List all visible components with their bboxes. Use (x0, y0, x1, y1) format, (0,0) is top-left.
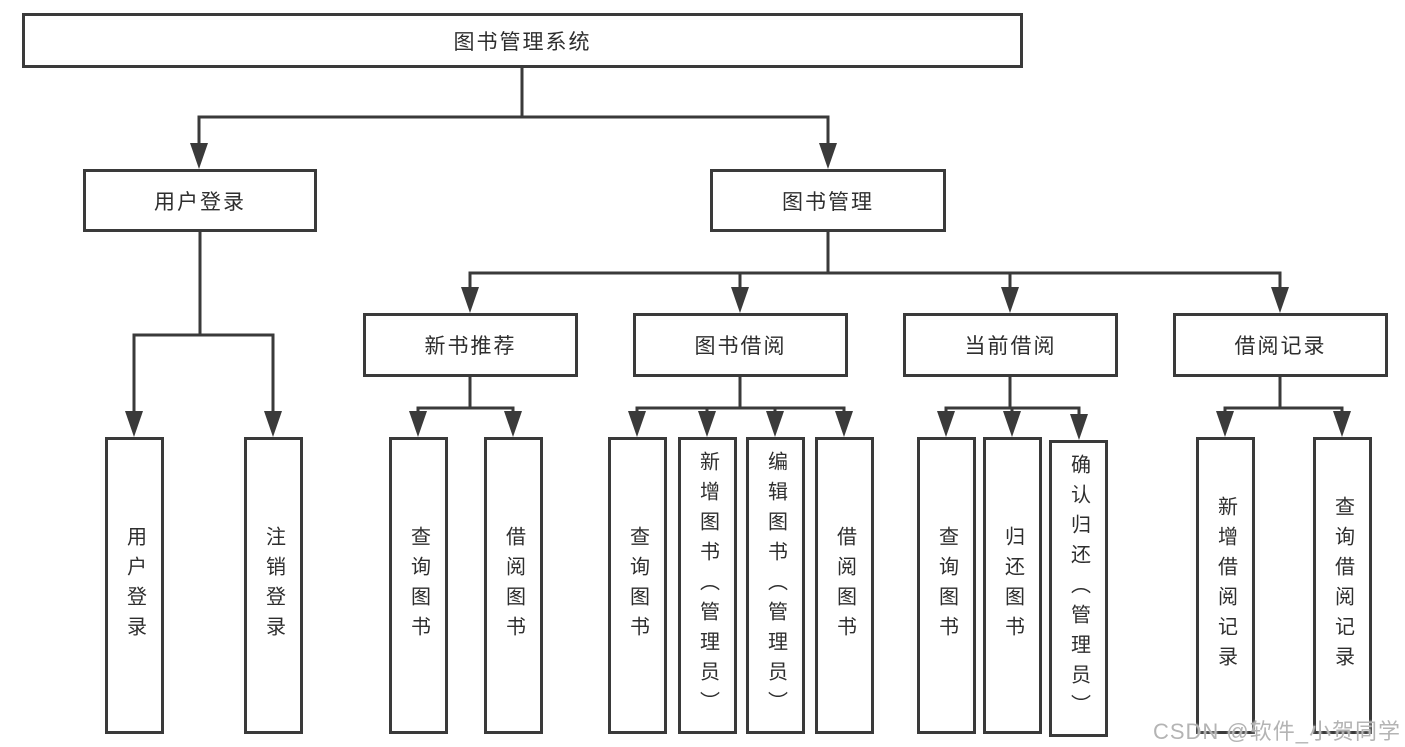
arrowhead-down (190, 143, 208, 169)
node-library-system: 图书管理系统 (22, 13, 1023, 68)
leaf-query-books-1: 查询图书 (389, 437, 448, 734)
connector-user-login-children (125, 230, 282, 437)
arrowhead-down (766, 411, 784, 437)
arrowhead-down (628, 411, 646, 437)
arrowhead-down (125, 411, 143, 437)
leaf-borrow-books-1: 借阅图书 (484, 437, 543, 734)
arrowhead-down (1001, 287, 1019, 313)
leaf-query-books-2: 查询图书 (608, 437, 667, 734)
node-book-management: 图书管理 (710, 169, 946, 232)
connector-current-borrowing-children (937, 375, 1088, 440)
arrowhead-down (698, 411, 716, 437)
node-borrowing-records: 借阅记录 (1173, 313, 1388, 377)
leaf-edit-books-admin: 编辑图书（管理员） (746, 437, 805, 734)
leaf-confirm-return-admin: 确认归还（管理员） (1049, 440, 1108, 737)
arrowhead-down (461, 287, 479, 313)
leaf-user-login: 用户登录 (105, 437, 164, 734)
node-user-login: 用户登录 (83, 169, 317, 232)
arrowhead-down (409, 411, 427, 437)
connector-root-to-level2 (190, 66, 837, 169)
arrowhead-down (835, 411, 853, 437)
node-book-borrowing: 图书借阅 (633, 313, 848, 377)
arrowhead-down (1070, 414, 1088, 440)
node-current-borrowing: 当前借阅 (903, 313, 1118, 377)
arrowhead-down (1216, 411, 1234, 437)
arrowhead-down (1271, 287, 1289, 313)
connector-book-borrowing-children (628, 375, 853, 437)
arrowhead-down (937, 411, 955, 437)
leaf-query-borrow-record: 查询借阅记录 (1313, 437, 1372, 734)
connector-new-book-rec-children (409, 375, 522, 437)
connector-borrowing-records-children (1216, 375, 1351, 437)
leaf-logout: 注销登录 (244, 437, 303, 734)
leaf-add-books-admin: 新增图书（管理员） (678, 437, 737, 734)
leaf-borrow-books-2: 借阅图书 (815, 437, 874, 734)
leaf-query-books-3: 查询图书 (917, 437, 976, 734)
arrowhead-down (264, 411, 282, 437)
watermark: CSDN @软件_小贺同学 (1152, 719, 1401, 744)
arrowhead-down (819, 143, 837, 169)
connector-book-mgmt-to-level3 (461, 230, 1289, 313)
arrowhead-down (1003, 411, 1021, 437)
arrowhead-down (1333, 411, 1351, 437)
leaf-add-borrow-record: 新增借阅记录 (1196, 437, 1255, 734)
leaf-return-books: 归还图书 (983, 437, 1042, 734)
arrowhead-down (504, 411, 522, 437)
arrowhead-down (731, 287, 749, 313)
node-new-book-recommendation: 新书推荐 (363, 313, 578, 377)
